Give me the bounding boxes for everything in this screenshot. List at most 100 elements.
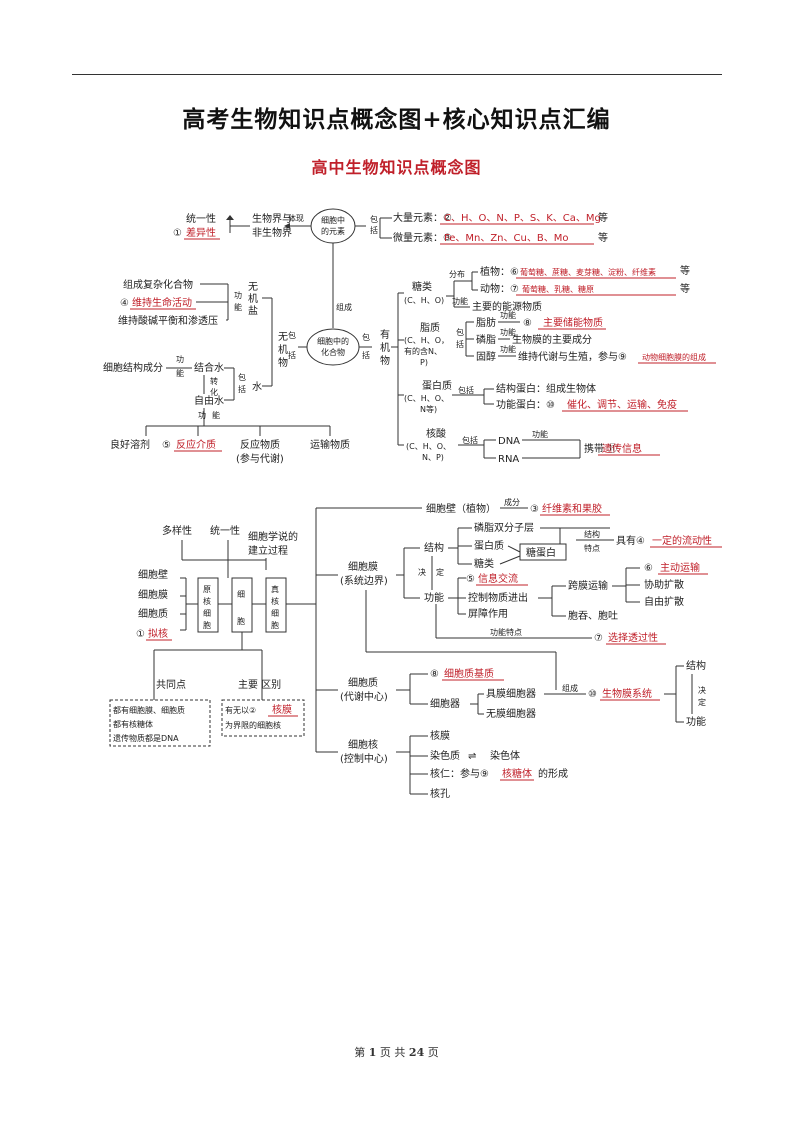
diversity-answer: 差异性 xyxy=(186,226,216,239)
non-membranous-organelle: 无膜细胞器 xyxy=(486,707,536,720)
lipid-label-1: 脂质 xyxy=(420,321,440,334)
sugar-label-1: 糖类 xyxy=(412,280,432,293)
selective-answer: 选择透过性 xyxy=(608,631,658,644)
endo-exo-label: 胞吞、胞吐 xyxy=(568,610,618,622)
common-points-box xyxy=(109,699,211,747)
nucleolus-label: 核仁：参与⑨ xyxy=(430,767,489,780)
functional-protein-label: 功能蛋白：⑩ xyxy=(496,398,555,411)
nucleoid-prefix: ① xyxy=(136,629,145,640)
cyto-label-2: (代谢中心) xyxy=(340,690,388,703)
plant-sugar-answer: 葡萄糖、蔗糖、麦芽糖、淀粉、纤维素 xyxy=(520,267,656,277)
cell-theory-2: 建立过程 xyxy=(248,544,288,557)
lipid-label-4: P) xyxy=(420,358,428,367)
cell-compounds-node xyxy=(306,328,360,366)
wall-prefix: ③ xyxy=(530,504,539,515)
water-include-2: 括 xyxy=(238,384,246,394)
sugar-label-2: (C、H、O) xyxy=(404,296,444,305)
good-solvent: 良好溶剂 xyxy=(110,438,150,451)
prok-1: 原 xyxy=(203,585,211,594)
inorganic-2: 机 xyxy=(278,343,288,356)
difference-1-prefix: 有无以② xyxy=(225,705,256,715)
arrow-head xyxy=(284,223,290,229)
function-label-fat: 功能 xyxy=(500,310,516,320)
include-label-a1: 包 xyxy=(370,214,378,224)
carry-label: 携带 ⑪ xyxy=(584,442,617,455)
cyto-label-1: 细胞质 xyxy=(348,676,378,689)
header-rule xyxy=(72,74,722,75)
matrix-prefix: ⑧ xyxy=(430,669,439,680)
animal-sugar-answer: 葡萄糖、乳糖、糖原 xyxy=(522,284,594,294)
diversity-label: 多样性 xyxy=(162,524,192,537)
rna-label: RNA xyxy=(498,454,519,465)
membranous-organelle: 具膜细胞器 xyxy=(486,687,536,700)
free-diffusion: 自由扩散 xyxy=(644,595,684,608)
convert-2: 化 xyxy=(210,387,218,397)
inorganic-3: 物 xyxy=(278,356,288,369)
include-d1: 包 xyxy=(288,330,296,340)
facilitated-diffusion: 协助扩散 xyxy=(644,578,684,591)
fluidity-answer: 一定的流动性 xyxy=(652,534,712,547)
bio-world-label-1: 生物界与 xyxy=(252,212,292,225)
common-2: 都有核糖体 xyxy=(113,719,153,729)
cell-compounds-label-2: 化合物 xyxy=(321,347,345,357)
biomem-answer: 生物膜系统 xyxy=(602,687,652,700)
nucleic-label-3: N、P) xyxy=(422,453,444,462)
euk-3: 细 xyxy=(271,608,279,618)
barrier-function: 屏障作用 xyxy=(468,607,508,620)
diversity-prefix: ① xyxy=(173,228,182,239)
structure-label: 结构 xyxy=(424,541,444,554)
sterol-answer: 动物细胞膜的组成 xyxy=(642,352,706,362)
bm-decide-2: 定 xyxy=(698,697,706,707)
include-protein: 包括 xyxy=(458,385,474,395)
component-label: 成分 xyxy=(504,497,520,507)
carry-answer: 遗传信息 xyxy=(602,442,642,455)
convert-1: 转 xyxy=(210,376,218,386)
fat-prefix: ⑧ xyxy=(523,318,532,329)
nucleic-label-2: (C、H、O、 xyxy=(406,442,451,451)
euk-1: 真 xyxy=(271,584,279,594)
dna-label: DNA xyxy=(498,436,520,447)
biomem-function: 功能 xyxy=(686,715,706,728)
reactant-2: (参与代谢) xyxy=(236,452,284,465)
phospholipid-label: 磷脂 xyxy=(476,333,496,346)
animal-sugar-label: 动物：⑦ xyxy=(480,282,519,295)
euk-4: 胞 xyxy=(271,620,279,630)
include-b2: 括 xyxy=(362,350,370,360)
control-substance: 控制物质进出 xyxy=(468,591,528,604)
include-label-a2: 括 xyxy=(370,225,378,235)
salt-function-2: 能 xyxy=(234,302,242,312)
lipid-label-3: 有的含N、 xyxy=(404,346,442,356)
transmembrane-label: 跨膜运输 xyxy=(568,579,608,592)
include-b1: 包 xyxy=(362,332,370,342)
arrow-head xyxy=(226,215,234,220)
inorganic-1: 无 xyxy=(278,332,288,343)
difference-1-answer: 核膜 xyxy=(272,703,292,716)
membrane-component: 生物膜的主要成分 xyxy=(512,333,592,346)
info-prefix: ⑤ xyxy=(466,574,475,585)
water-include-1: 包 xyxy=(238,372,246,382)
decide-1: 决 xyxy=(418,567,426,577)
salt-function-1: 功 xyxy=(234,290,242,300)
function-feature-label: 功能特点 xyxy=(490,627,522,637)
decide-2: 定 xyxy=(436,567,444,577)
concept-map-compounds: 细胞中 的元素 生物界与 非生物界 体现 统一性 ① 差异性 包 括 大量元素：… xyxy=(103,208,716,465)
dna-function-label: 功能 xyxy=(532,429,548,439)
biomem-structure: 结构 xyxy=(686,659,706,672)
protein-label-2: (C、H、O、 xyxy=(404,394,449,403)
protein-label: 蛋白质 xyxy=(474,539,504,552)
salt-function-c: 维持酸碱平衡和渗透压 xyxy=(118,314,218,327)
cell-structure-component: 细胞结构成分 xyxy=(103,361,163,374)
connector xyxy=(507,545,521,553)
function-label: 功能 xyxy=(424,591,444,604)
organic-1: 有 xyxy=(380,328,390,341)
nucleoid-answer: 拟核 xyxy=(148,627,168,640)
etc-4: 等 xyxy=(680,282,690,295)
nucleus-label-2: (控制中心) xyxy=(340,752,388,765)
footer-middle: 页 共 xyxy=(379,1046,406,1059)
bound-function-2: 能 xyxy=(176,368,184,378)
nucleic-label-1: 核酸 xyxy=(426,427,446,440)
salt-2: 机 xyxy=(248,292,258,305)
section-title: 高中生物知识点概念图 xyxy=(311,158,482,177)
page-footer: 第 1 页 共 24 页 xyxy=(0,1044,793,1060)
total-pages: 24 xyxy=(408,1046,425,1059)
